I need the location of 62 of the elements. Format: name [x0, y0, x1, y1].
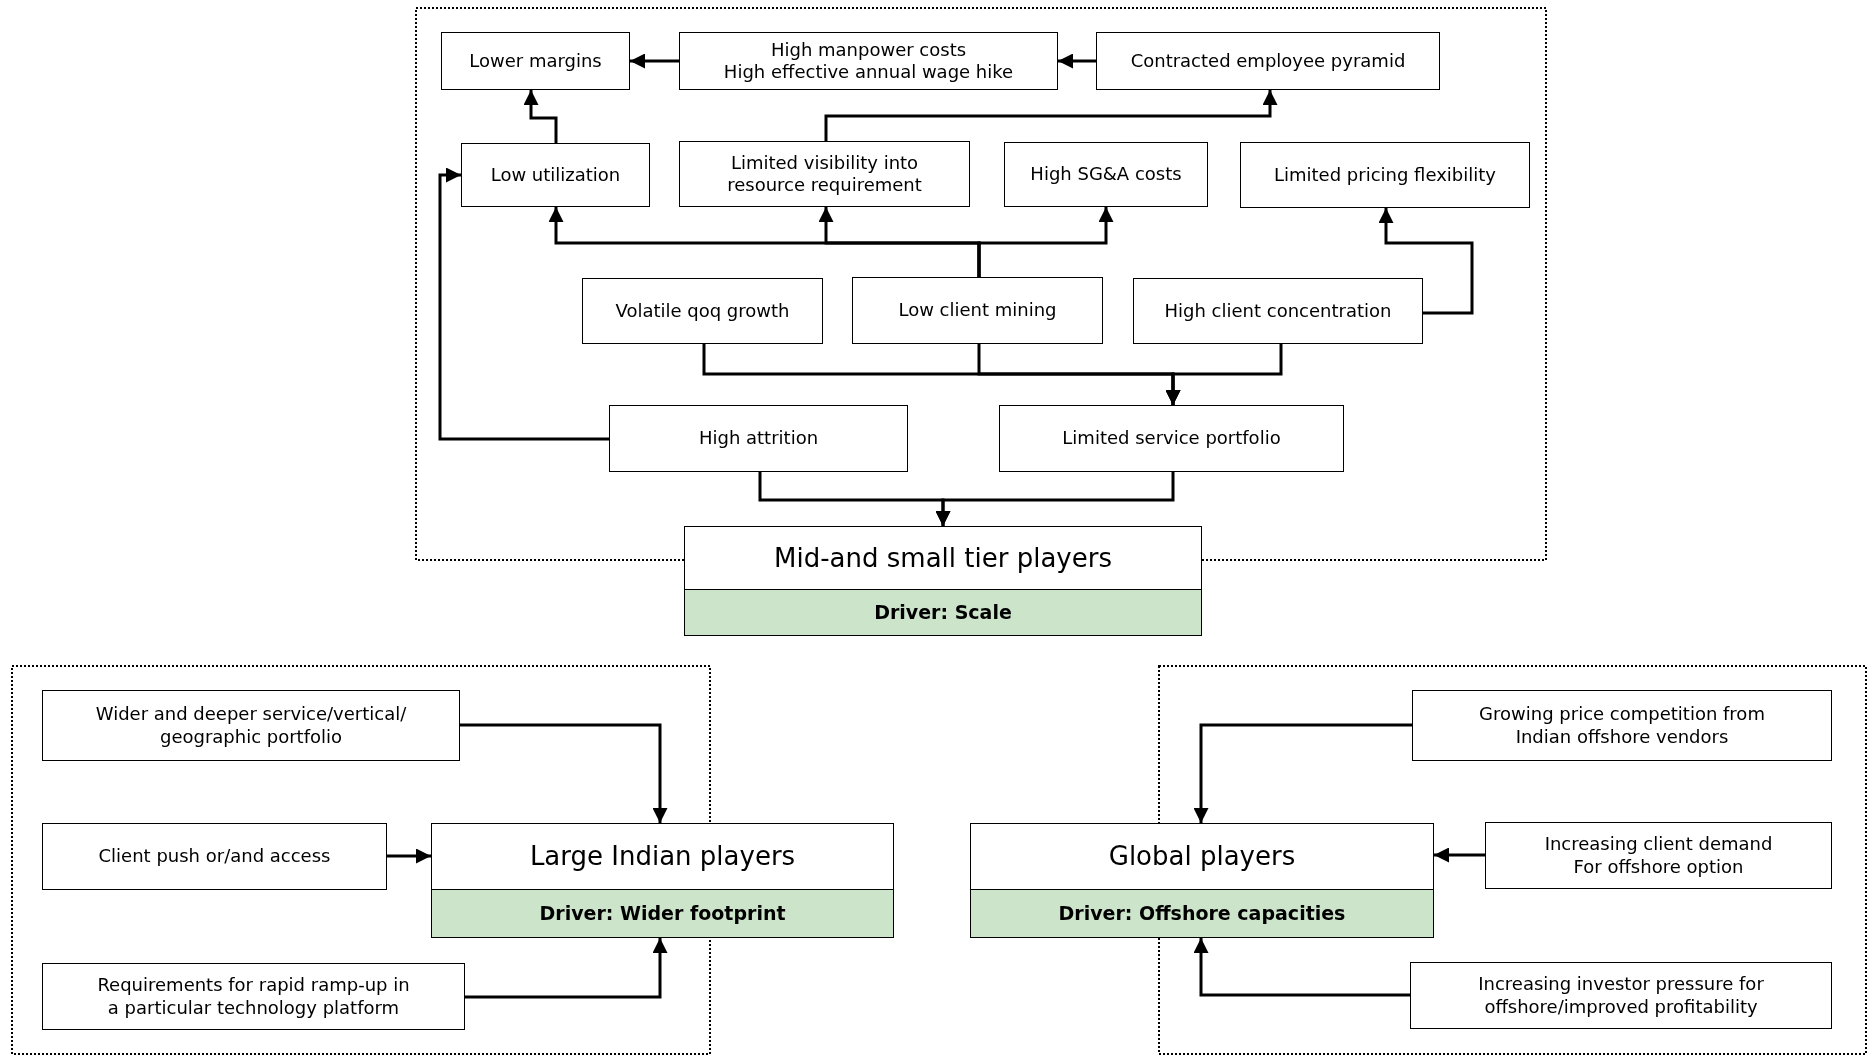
arrow — [824, 90, 1278, 141]
process-box — [609, 405, 908, 472]
box-title: Mid-and small tier players — [774, 541, 1112, 575]
process-box — [42, 823, 387, 890]
arrow — [387, 848, 431, 864]
box-label: High attrition — [698, 427, 819, 450]
box-title: Global players — [1108, 840, 1296, 873]
process-box — [1412, 690, 1832, 761]
arrow — [1378, 208, 1474, 315]
arrow — [465, 938, 668, 999]
player-box — [970, 823, 1434, 938]
process-box — [1240, 142, 1530, 208]
driver-label: Driver: Wider footprint — [432, 889, 893, 937]
box-label: Low utilization — [490, 163, 621, 187]
box-label: Low client mining — [898, 299, 1057, 322]
arrow — [935, 472, 1175, 526]
box-label: Lower margins — [469, 49, 602, 73]
box-label: Requirements for rapid ramp-up in a particular technology platform — [96, 974, 411, 1019]
box-title: Large Indian players — [529, 840, 796, 873]
box-label: Limited visibility into resource requirement — [726, 151, 923, 197]
arrow — [523, 90, 558, 143]
arrow — [1193, 723, 1412, 823]
process-box — [441, 32, 630, 90]
arrow — [630, 53, 679, 69]
box-label: High SG&A costs — [1030, 163, 1182, 186]
arrow — [1058, 53, 1096, 69]
process-box — [1096, 32, 1440, 90]
process-box — [1133, 278, 1423, 344]
arrow — [460, 723, 668, 823]
process-box — [42, 963, 465, 1030]
process-box — [1410, 962, 1832, 1029]
box-label: Limited pricing flexibility — [1274, 163, 1496, 187]
process-box — [1004, 142, 1208, 207]
process-box — [42, 690, 460, 761]
box-label: High manpower costs — [770, 38, 967, 61]
arrow — [438, 167, 609, 441]
process-box — [679, 32, 1058, 90]
player-box — [684, 526, 1202, 636]
driver-label: Driver: Offshore capacities — [971, 889, 1433, 937]
process-box — [582, 278, 823, 344]
process-box — [1485, 822, 1832, 889]
process-box — [999, 405, 1344, 472]
box-label: Volatile qoq growth — [615, 299, 790, 323]
player-box — [431, 823, 894, 938]
box-label: For offshore option — [1573, 855, 1744, 878]
process-box — [461, 143, 650, 207]
process-box — [852, 277, 1103, 344]
box-label: High effective annual wage hike — [723, 61, 1014, 84]
arrow — [977, 207, 1114, 277]
arrow — [1165, 344, 1283, 405]
driver-label: Driver: Scale — [685, 589, 1201, 635]
arrow — [1193, 938, 1410, 997]
arrow — [1434, 847, 1485, 863]
box-label: Increasing investor pressure for offshore/improved profitability — [1477, 973, 1765, 1018]
process-box — [679, 141, 970, 207]
box-label: Client push or/and access — [98, 845, 331, 868]
box-label: Increasing client demand — [1544, 833, 1773, 856]
box-label: Contracted employee pyramid — [1130, 49, 1406, 73]
box-label: Wider and deeper service/vertical/ geographic portfolio — [94, 703, 408, 748]
box-label: Growing price competition from Indian offshore vendors — [1478, 703, 1766, 748]
box-label: High client concentration — [1164, 299, 1392, 323]
box-label: Limited service portfolio — [1062, 427, 1281, 450]
